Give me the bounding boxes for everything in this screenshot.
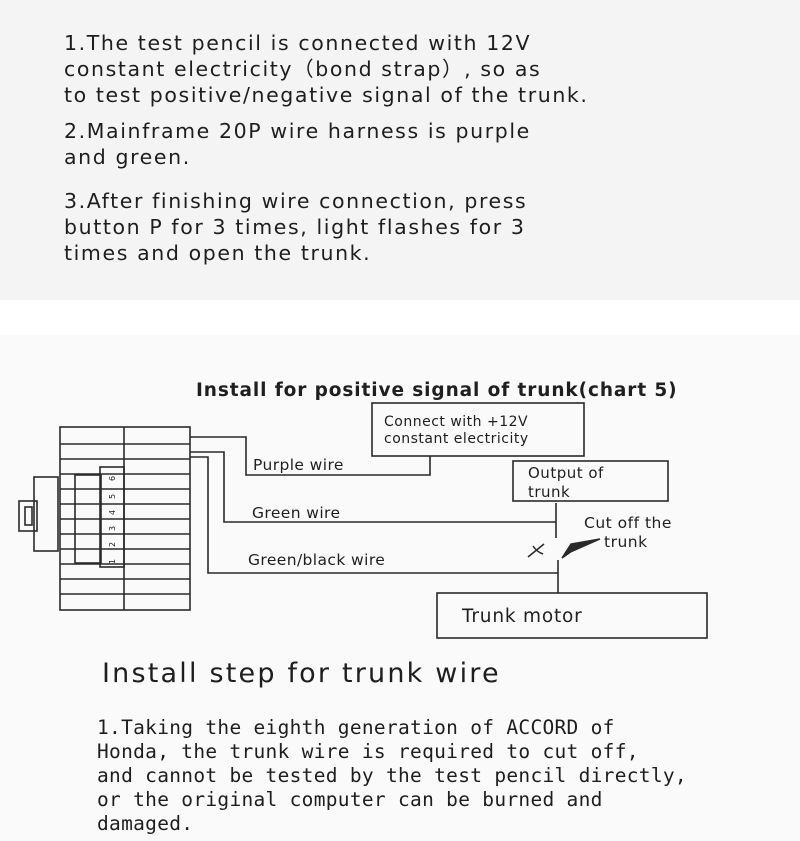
wire-harness-connector [18,426,191,611]
purple-wire-line [190,436,431,476]
trunk-motor-label: Trunk motor [461,606,583,627]
green-black-wire-line [190,456,558,574]
output-box-line-2: trunk [528,483,570,501]
diagram-title: Install for positive signal of trunk(cha… [196,380,678,401]
output-of-trunk-box: Output of trunk [512,460,669,502]
output-box-line-1: Output of [528,464,604,482]
purple-wire-label: Purple wire [253,456,344,474]
connect-box-line-1: Connect with +12V [384,414,528,430]
instruction-1: 1.The test pencil is connected with 12V … [64,31,589,107]
install-step-1: 1.Taking the eighth generation of ACCORD… [97,716,687,835]
green-wire-label: Green wire [252,504,340,522]
pin-number: 5 [108,494,117,499]
pin-numbers: 1 2 3 4 5 6 [108,476,117,564]
pin-number: 1 [108,559,117,564]
instruction-2: 2.Mainframe 20P wire harness is purple a… [64,119,531,169]
green-wire-line [190,451,556,523]
trunk-motor-box: Trunk motor [436,592,708,639]
pin-number: 2 [108,542,117,547]
section-heading: Install step for trunk wire [102,658,501,689]
instruction-3: 3.After finishing wire connection, press… [64,189,528,265]
cut-off-label-line-2: trunk [604,533,648,551]
green-black-wire-label: Green/black wire [248,551,385,569]
pin-number: 6 [108,476,117,481]
cut-mark-icon [527,543,545,558]
pin-number: 3 [108,526,117,531]
connect-box-line-2: constant electricity [384,431,529,447]
wiring-diagram: Install for positive signal of trunk(cha… [18,380,708,639]
cut-off-label-line-1: Cut off the [584,514,672,532]
instructions-panel: 1.The test pencil is connected with 12V … [0,0,800,300]
cut-arrow-icon [561,538,601,559]
constant-electricity-box: Connect with +12V constant electricity [371,402,585,457]
pin-number: 4 [108,510,117,515]
installation-panel [0,335,800,841]
